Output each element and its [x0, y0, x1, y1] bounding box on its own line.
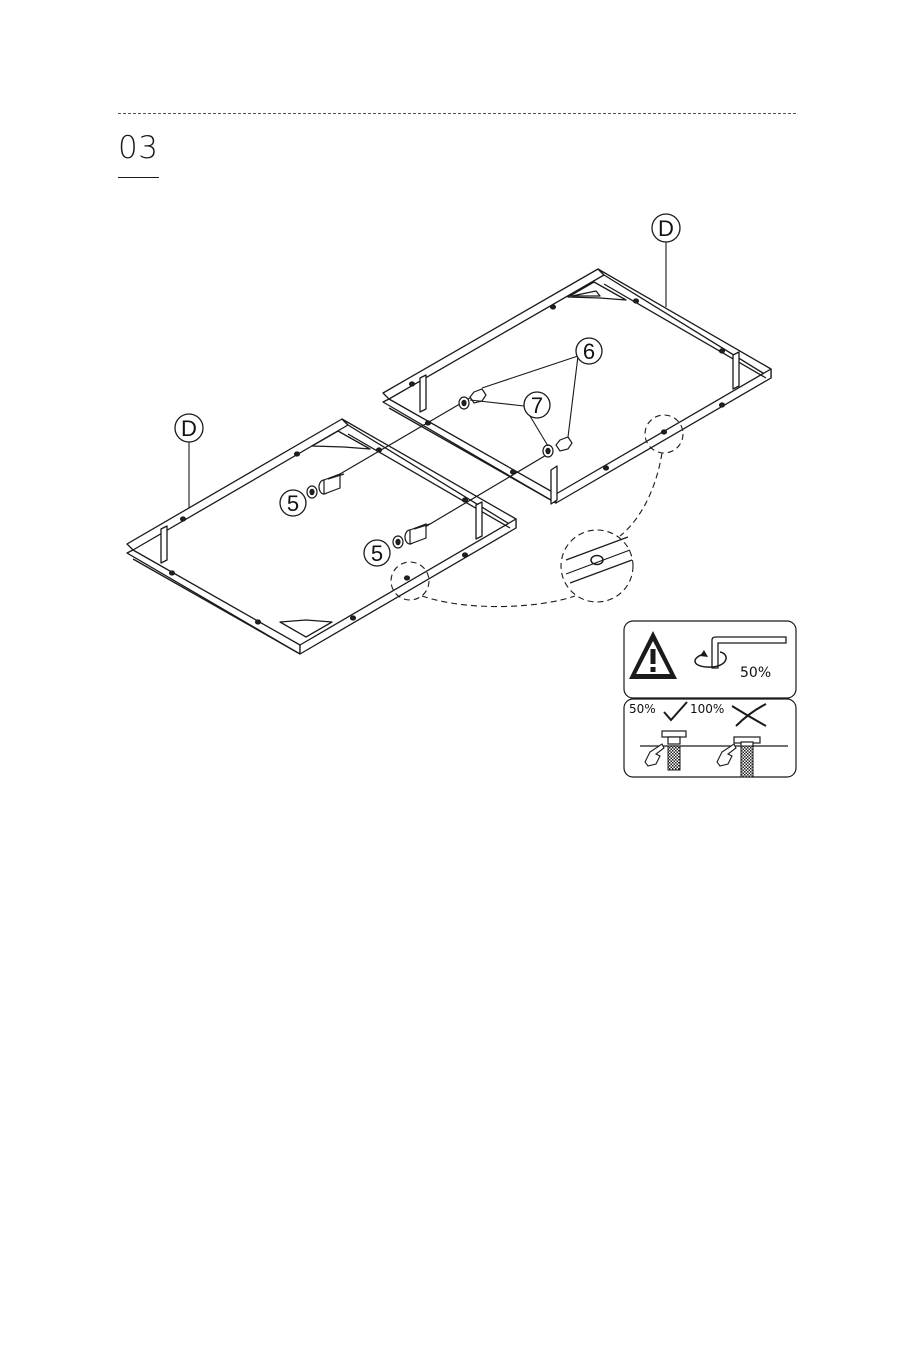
callout-part-6: 6 — [576, 338, 602, 364]
frame-left — [127, 419, 516, 654]
callout-part-5-lower: 5 — [364, 540, 390, 566]
svg-text:7: 7 — [531, 393, 543, 418]
svg-text:5: 5 — [287, 491, 299, 516]
wrong-percent: 100% — [690, 702, 724, 716]
callout-part-7: 7 — [524, 392, 550, 418]
wrench-percent: 50% — [740, 665, 771, 681]
svg-text:D: D — [658, 216, 674, 241]
svg-text:5: 5 — [371, 541, 383, 566]
detail-zoom-rail — [566, 537, 632, 583]
svg-text:6: 6 — [583, 339, 595, 364]
nut-washer-lower — [543, 437, 572, 457]
svg-text:D: D — [181, 416, 197, 441]
frame-right — [383, 269, 771, 504]
callout-d-left: D — [175, 414, 203, 442]
callout-part-5-upper: 5 — [280, 490, 306, 516]
correct-percent: 50% — [629, 702, 656, 716]
bolt-upper — [307, 474, 344, 498]
nut-washer-upper — [459, 389, 486, 409]
detail-zoom — [391, 415, 683, 607]
callout-d-right: D — [652, 214, 680, 242]
caution-panel: 50% 50% 100% — [624, 621, 796, 777]
alignment-lines — [340, 398, 548, 527]
bolt-lower — [393, 524, 430, 548]
